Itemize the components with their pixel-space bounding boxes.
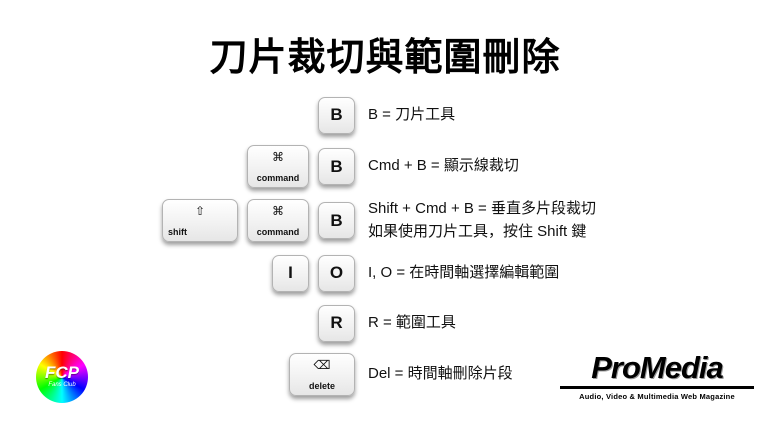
key-b: B [318,202,355,239]
shortcut-description: Shift + Cmd + B = 垂直多片段裁切如果使用刀片工具，按住 Shi… [368,198,596,243]
description-line: R = 範圍工具 [368,313,456,331]
command-symbol-icon: ⌘ [272,204,284,218]
shortcut-description: R = 範圍工具 [368,312,456,335]
key-group: ⌫ delete [0,353,355,396]
key-label: command [256,227,300,237]
fcp-logo-subtext: Fans Club [48,382,76,389]
key-b: B [318,148,355,185]
shortcut-description: Cmd + B = 顯示線裁切 [368,155,519,178]
key-o: O [318,254,355,292]
shortcut-row: ⌘ command B Cmd + B = 顯示線裁切 [0,145,770,188]
fcp-logo: FCP Fans Club [36,351,88,403]
key-r: R [318,304,355,342]
page-title: 刀片裁切與範圍刪除 [209,37,561,79]
promedia-tagline: Audio, Video & Multimedia Web Magazine [579,391,735,401]
key-command: ⌘ command [247,145,309,188]
promedia-underline [560,385,754,389]
key-i: I [272,254,309,292]
key-group: B [0,96,355,134]
key-label: delete [308,381,335,391]
key-command: ⌘ command [247,199,309,242]
description-line: Cmd + B = 顯示線裁切 [368,157,519,175]
shortcut-description: I, O = 在時間軸選擇編輯範圍 [368,262,559,285]
command-symbol-icon: ⌘ [272,150,284,164]
key-b: B [318,96,355,134]
description-line: B = 刀片工具 [368,105,456,123]
description-line: Del = 時間軸刪除片段 [368,365,513,383]
key-group: R [0,304,355,342]
key-label: command [256,173,300,183]
shift-symbol-icon: ⇧ [194,204,206,218]
description-line: Shift + Cmd + B = 垂直多片段裁切 [368,200,596,217]
shortcut-description: B = 刀片工具 [368,104,455,127]
shortcut-description: Del = 時間軸刪除片段 [368,363,513,386]
key-shift: ⇧ shift [162,199,238,242]
description-line: 如果使用刀片工具，按住 Shift 鍵 [368,222,587,240]
description-line: I, O = 在時間軸選擇編輯範圍 [368,263,560,281]
delete-symbol-icon: ⌫ [313,358,331,372]
promedia-logo: ProMedia Audio, Video & Multimedia Web M… [558,350,756,401]
key-label: shift [168,227,187,237]
key-group: ⌘ command B [0,145,355,188]
shortcut-row: B B = 刀片工具 [0,95,770,135]
key-delete: ⌫ delete [289,353,355,396]
fcp-logo-text: FCP [45,363,79,383]
promedia-name: ProMedia [591,350,724,385]
key-group: ⇧ shift ⌘ command B [0,199,355,242]
shortcut-row: ⇧ shift ⌘ command B Shift + Cmd + B = 垂直多片段裁切… [0,198,770,243]
shortcut-row: R R = 範圍工具 [0,303,770,343]
shortcut-row: ⌫ delete Del = 時間軸刪除片段 [0,353,770,396]
